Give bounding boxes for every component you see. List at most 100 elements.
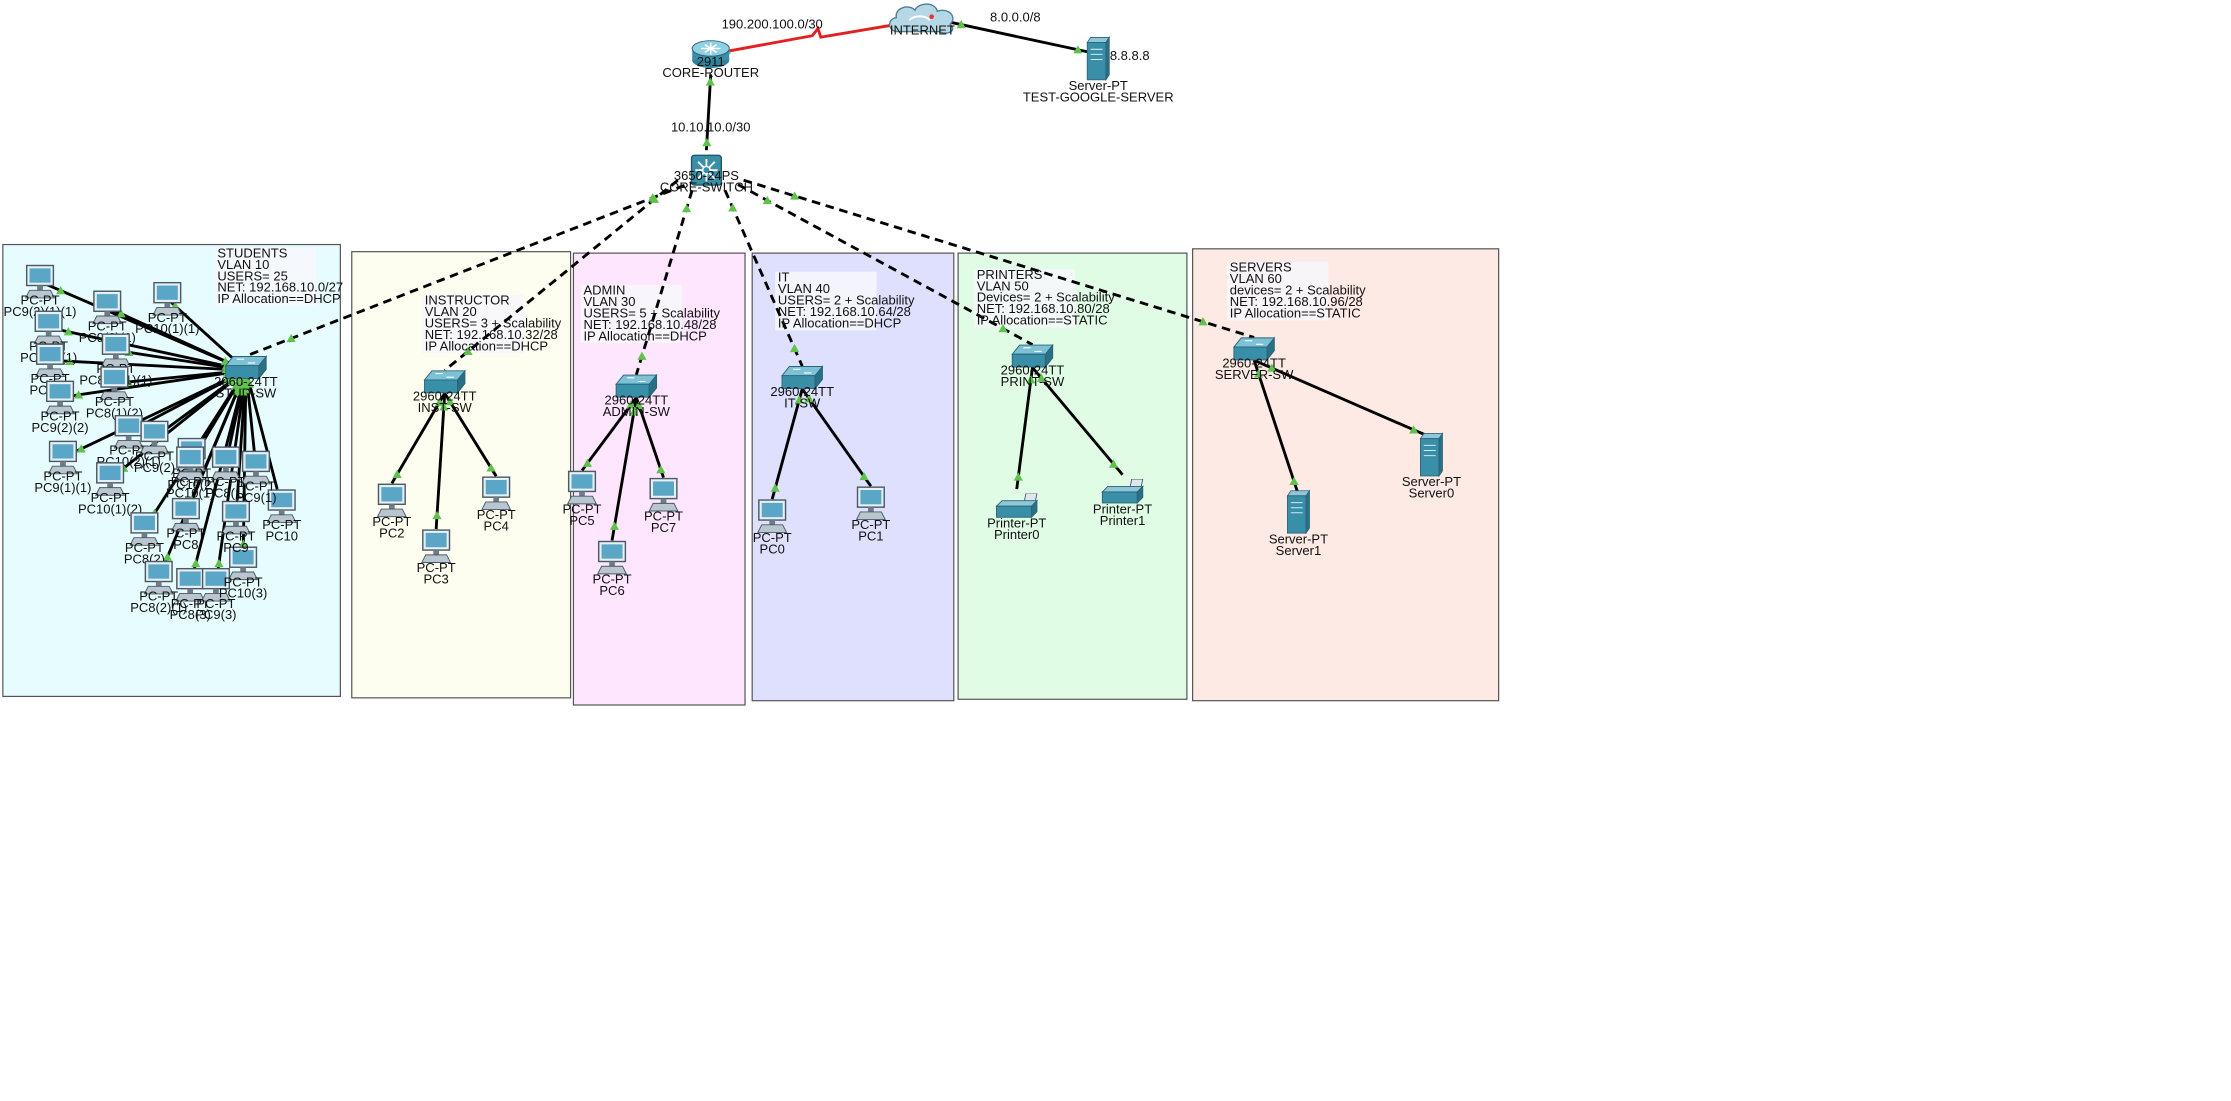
device-name: PC5 — [569, 513, 594, 528]
device-name: PC8(2)(1) — [130, 600, 187, 615]
access-link[interactable] — [443, 392, 498, 477]
zone-note-servers — [1226, 261, 1329, 321]
internet-cloud[interactable]: INTERNET — [888, 3, 955, 37]
device-model: PC-PT — [644, 509, 683, 524]
device-name: PC10 — [265, 529, 298, 544]
device-name: PC1 — [858, 529, 883, 544]
link-status-arrow — [1036, 373, 1047, 382]
device-model: PC-PT — [139, 589, 178, 604]
access-link[interactable] — [49, 358, 247, 372]
access-link[interactable] — [1031, 366, 1124, 476]
uplink-students[interactable] — [245, 178, 699, 358]
zone-note-line: VLAN 10 — [217, 257, 269, 272]
link-status-arrow — [238, 539, 248, 548]
zone-note-line: IP Allocation==STATIC — [1230, 305, 1361, 320]
device-model: PC-PT — [753, 530, 792, 545]
access-link[interactable] — [48, 326, 247, 372]
zone-note-line: IT — [778, 270, 790, 285]
link-status-arrow — [463, 346, 473, 356]
link-internet-google-server[interactable] — [946, 20, 1093, 55]
zone-note-line: Devices= 2 + Scalability — [977, 290, 1116, 305]
access-link[interactable] — [244, 370, 284, 507]
link-status-arrow — [116, 309, 126, 318]
access-link[interactable] — [1253, 359, 1433, 439]
access-link[interactable] — [434, 393, 447, 530]
link-status-arrow — [582, 458, 593, 467]
access-link[interactable] — [580, 396, 638, 472]
device-model: PC-PT — [135, 448, 174, 463]
zone-note-line: VLAN 50 — [977, 278, 1029, 293]
link-status-arrow — [634, 400, 644, 410]
core-subnet-label: 10.10.10.0/30 — [671, 120, 751, 135]
zone-note-line: VLAN 20 — [425, 304, 477, 319]
access-link[interactable] — [62, 369, 247, 459]
access-link[interactable] — [610, 397, 638, 541]
access-link[interactable] — [390, 392, 446, 485]
link-router-core-switch[interactable] — [704, 74, 713, 151]
device-name: PC10(2) — [167, 477, 215, 492]
uplink-printers[interactable] — [737, 183, 1034, 346]
device-name: Server0 — [1409, 486, 1455, 501]
access-link[interactable] — [106, 306, 247, 372]
access-link[interactable] — [59, 368, 247, 399]
wan-link-serial[interactable] — [710, 18, 923, 56]
zone-note-line: IP Allocation==DHCP — [425, 338, 548, 353]
device-model: PC-PT — [372, 514, 411, 529]
uplink-servers[interactable] — [743, 178, 1255, 339]
access-link[interactable] — [634, 397, 665, 479]
uplink-it[interactable] — [723, 189, 804, 367]
link-status-arrow — [859, 471, 869, 481]
access-link[interactable] — [801, 388, 873, 488]
device-model: PC-PT — [236, 478, 275, 493]
access-link[interactable] — [770, 388, 804, 500]
link-status-arrow — [1013, 472, 1023, 481]
device-name: PC9(3) — [195, 607, 236, 622]
device-name: PC6 — [599, 583, 624, 598]
zone-servers[interactable] — [1192, 248, 1500, 702]
access-link[interactable] — [1015, 367, 1034, 490]
access-link[interactable] — [1252, 359, 1300, 496]
link-status-arrow — [728, 203, 738, 212]
device-model: PC-PT — [224, 574, 263, 589]
uplink-instructor[interactable] — [443, 179, 679, 372]
uplink-admin[interactable] — [634, 189, 694, 376]
device-name: PC7 — [651, 520, 676, 535]
